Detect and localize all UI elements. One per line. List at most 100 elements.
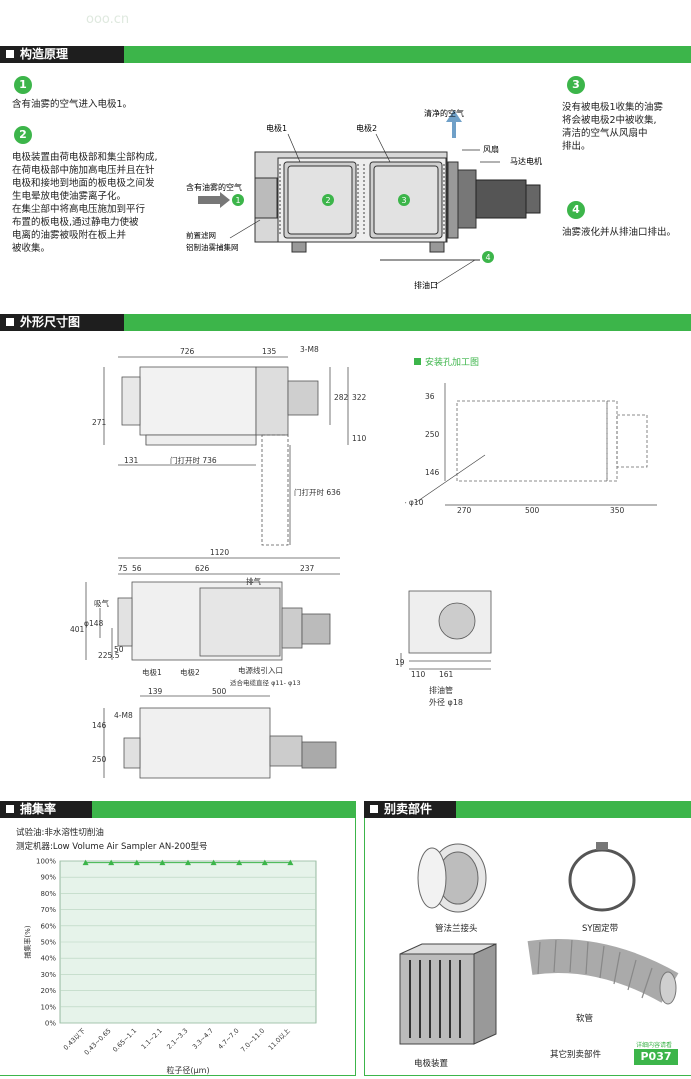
mount-hole-drawing: 36 250 146 4- φ10 270 500 350 (405, 383, 657, 515)
step-2-badge: 2 (14, 126, 32, 144)
dim-135: 135 (262, 347, 277, 356)
side-od: 外径 φ18 (429, 697, 463, 707)
section-title: 捕集率 (20, 802, 57, 816)
front-exhaust: 排气 (246, 576, 261, 586)
band-label: SY固定带 (582, 924, 619, 934)
mount-dim-146: 146 (425, 468, 440, 477)
y-tick-label: 80% (40, 890, 56, 898)
front-dim-75: 75 (118, 564, 128, 573)
diagram-num-3: 3 (401, 196, 406, 205)
front-cable: 电源线引入口 (238, 665, 283, 675)
hose-label: 软管 (576, 1014, 594, 1024)
x-tick-label: 2.1~3.3 (165, 1027, 189, 1051)
diagram-mesh-label: 铝制油雾捕集网 (186, 242, 239, 252)
dim-736: 门打开时 736 (170, 455, 217, 465)
chart-panel (0, 818, 356, 1076)
front-dim-148: φ148 (84, 619, 103, 628)
data-point (159, 859, 166, 866)
side-dim-110: 110 (411, 670, 426, 679)
x-axis-label: 粒子径(μm) (166, 1065, 209, 1075)
front-intake: 吸气 (94, 598, 109, 608)
dim-636: 门打开时 636 (294, 487, 341, 497)
x-tick-label: 3.3~4.7 (191, 1027, 215, 1051)
mount-dim-500: 500 (525, 506, 540, 515)
flange-label: 管法兰接头 (435, 924, 478, 934)
parts-panel (364, 818, 691, 1076)
section-header-parts: 别卖部件 (364, 801, 691, 818)
dim-3m8: 3-M8 (300, 345, 319, 354)
bottom-dim-m8: 4-M8 (114, 711, 133, 720)
y-tick-label: 40% (40, 955, 56, 963)
diagram-motor-label: 马达电机 (510, 156, 542, 166)
mount-dim-270: 270 (457, 506, 472, 515)
page-ref-badge[interactable]: P037 (634, 1049, 678, 1065)
diagram-num-2: 2 (325, 196, 330, 205)
bottom-dim-250: 250 (92, 755, 107, 764)
front-view-drawing: 1120 75 56 626 237 排气 吸气 φ148 401 225.5 … (70, 548, 340, 687)
mount-dim-36: 36 (425, 392, 435, 401)
front-dim-1120: 1120 (210, 548, 229, 557)
y-tick-label: 50% (40, 939, 56, 947)
step-2-text: 电极装置由荷电极部和集尘部构成, 在荷电极部中施加高电压并且在针 电极和接地到地… (12, 152, 158, 254)
y-axis-label: 捕集率(%) (23, 925, 32, 958)
step-4-badge: 4 (567, 201, 585, 219)
section-header-dimensions: 外形尺寸图 (0, 314, 691, 331)
dim-271: 271 (92, 418, 107, 427)
y-tick-label: 0% (45, 1020, 56, 1028)
y-tick-label: 60% (40, 922, 56, 930)
side-view-drawing: 19 110 161 排油管 外径 φ18 (395, 590, 492, 707)
x-tick-label: 4.7~7.0 (216, 1027, 240, 1051)
step-3-badge: 3 (567, 76, 585, 94)
data-point (210, 859, 217, 866)
hose-image (527, 939, 679, 1005)
x-tick-label: 11.0以上 (266, 1026, 292, 1052)
test-oil-text: 试验油:非水溶性切削油 (16, 828, 104, 838)
x-tick-label: 1.1~2.1 (140, 1027, 164, 1051)
bottom-dim-146: 146 (92, 721, 107, 730)
diagram-num-1: 1 (235, 196, 240, 205)
step-4-text: 油雾液化并从排油口排出。 (562, 227, 677, 238)
flange-image (417, 843, 487, 913)
y-tick-label: 90% (40, 874, 56, 882)
mount-title: 安装孔加工图 (414, 355, 479, 368)
front-dim-56: 56 (132, 564, 142, 573)
data-point (185, 859, 191, 866)
section-title: 构造原理 (20, 47, 69, 61)
dim-131: 131 (124, 456, 139, 465)
electrode-image (399, 943, 497, 1045)
side-dim-161: 161 (439, 670, 454, 679)
other-parts-label: 其它别卖部件 (550, 1050, 602, 1060)
top-view-drawing: 726 135 3-M8 282 322 110 271 131 门打开时 73… (92, 345, 367, 546)
dim-282: 282 (334, 393, 349, 402)
x-tick-label: 0.43~0.65 (83, 1027, 113, 1057)
diagram-clean-air-label: 清净的空气 (424, 108, 464, 118)
y-tick-label: 30% (40, 971, 56, 979)
x-tick-label: 7.0~11.0 (239, 1027, 266, 1054)
diagram-inlet-label: 含有油雾的空气 (186, 182, 242, 192)
side-drain-pipe: 排油管 (429, 685, 453, 695)
front-cable-dia: 适合电缆直径 φ11- φ13 (230, 678, 301, 687)
data-point (108, 859, 115, 866)
y-tick-label: 10% (40, 1003, 56, 1011)
section-title: 别卖部件 (384, 802, 433, 816)
diagram-prefilter-label: 前置滤网 (186, 230, 216, 240)
y-tick-label: 20% (40, 987, 56, 995)
dim-322: 322 (352, 393, 367, 402)
front-dim-401: 401 (70, 625, 85, 634)
y-tick-label: 70% (40, 906, 56, 914)
band-image (568, 842, 636, 912)
bottom-dim-139: 139 (148, 688, 163, 696)
dim-726: 726 (180, 347, 195, 356)
diagram-drain-label: 排油口 (414, 280, 438, 290)
x-tick-label: 0.43以下 (62, 1026, 87, 1051)
diagram-num-4: 4 (485, 253, 490, 262)
diagram-fan-label: 风扇 (483, 144, 499, 154)
dim-110: 110 (352, 434, 367, 443)
instrument-text: 测定机器:Low Volume Air Sampler AN-200型号 (16, 842, 208, 852)
front-dim-50: 50 (114, 645, 124, 654)
front-electrode1: 电极1 (142, 667, 162, 677)
section-title: 外形尺寸图 (20, 315, 81, 329)
structure-diagram: 1 2 3 4 电极1 电极2 清净的空气 风扇 马达电机 含有油雾的空气 前置… (186, 108, 542, 290)
electrode-label: 电极装置 (414, 1059, 449, 1069)
front-electrode2: 电极2 (180, 667, 200, 677)
